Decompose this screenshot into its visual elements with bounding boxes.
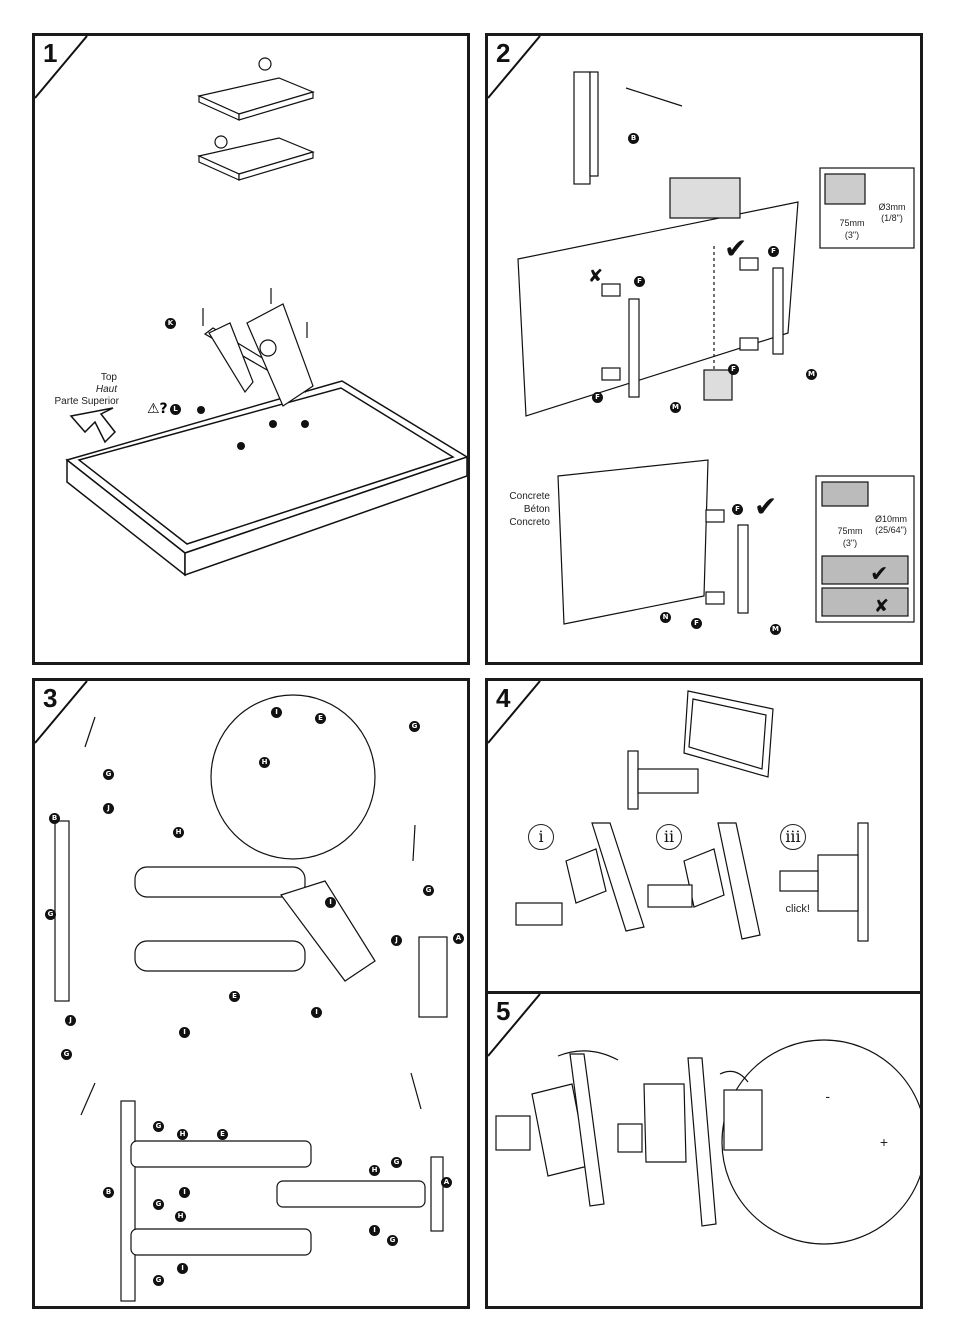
tv-hang-illustration (488, 681, 869, 942)
part-tag-m: M (670, 402, 681, 413)
minus-label: - (825, 1088, 830, 1104)
concrete-label-fr: Béton (523, 504, 550, 515)
part-tag: J (103, 803, 114, 814)
plus-label: + (879, 1134, 888, 1150)
wood-drill-in: (1/8") (881, 213, 903, 223)
direction-superior-label: Parte Superior (54, 396, 119, 407)
part-tag: I (179, 1027, 190, 1038)
panel-step-5: 5 - + (485, 991, 923, 1309)
svg-text:✘: ✘ (874, 596, 889, 617)
part-tag: G (153, 1121, 164, 1132)
part-tag-f: F (732, 504, 743, 515)
step-ii-badge: ii (656, 824, 682, 850)
part-tag: H (173, 827, 184, 838)
part-tag: J (391, 935, 402, 946)
part-tag: G (103, 769, 114, 780)
part-tag: I (311, 1007, 322, 1018)
wood-depth-in: (3") (844, 230, 860, 240)
part-tag-l: L (170, 404, 181, 415)
step-number: 4 (496, 683, 511, 713)
panel-step-2: 2 ✔ (485, 33, 923, 665)
part-tag: H (175, 1211, 186, 1222)
panel-step-3: 3 I E H G J B G H E I G J A I I G J G G … (32, 678, 470, 1309)
direction-haut-label: Haut (95, 384, 117, 395)
part-tag-f: F (691, 618, 702, 629)
part-tag: I (271, 707, 282, 718)
part-tag-f: F (768, 246, 779, 257)
part-tag: I (369, 1225, 380, 1236)
concrete-depth: 75mm (837, 526, 863, 536)
tilt-adjust-illustration (488, 994, 920, 1245)
click-label: click! (785, 903, 810, 915)
part-tag-b: B (628, 133, 639, 144)
wood-drill: Ø3mm (878, 202, 906, 212)
step-iii-badge: iii (780, 824, 806, 850)
part-tag: E (229, 991, 240, 1002)
part-tag: E (217, 1129, 228, 1140)
part-tag: G (61, 1049, 72, 1060)
part-tag-m: M (806, 369, 817, 380)
part-tag: G (423, 885, 434, 896)
concrete-label-es: Concreto (509, 517, 550, 528)
part-tag: E (315, 713, 326, 724)
direction-top-label: Top (100, 372, 117, 383)
part-tag-f: F (634, 276, 645, 287)
concrete-drill: Ø10mm (874, 514, 907, 524)
svg-text:✔: ✔ (724, 232, 747, 265)
part-tag: H (259, 757, 270, 768)
part-tag: G (409, 721, 420, 732)
part-tag: I (325, 897, 336, 908)
step-number: 1 (43, 38, 58, 68)
part-tag-f: F (728, 364, 739, 375)
svg-text:⚠?: ⚠? (147, 401, 168, 417)
part-tag: G (153, 1275, 164, 1286)
step-number: 3 (43, 683, 58, 713)
step-i-badge: i (528, 824, 554, 850)
part-tag: B (49, 813, 60, 824)
panel-step-1: 1 (32, 33, 470, 665)
concrete-drill-in: (25/64") (875, 525, 907, 535)
part-tag: H (369, 1165, 380, 1176)
step-number: 2 (496, 38, 511, 68)
svg-text:✔: ✔ (754, 490, 777, 523)
step-number: 5 (496, 996, 511, 1026)
tv-bracket-illustration: ⚠? (35, 36, 467, 577)
panel-step-4: 4 i ii iii click! (485, 678, 923, 994)
part-tag-m: M (770, 624, 781, 635)
part-tag-k: K (165, 318, 176, 329)
svg-text:✔: ✔ (870, 562, 888, 587)
part-tag: H (177, 1129, 188, 1140)
part-tag: G (391, 1157, 402, 1168)
part-tag: I (177, 1263, 188, 1274)
part-tag: G (153, 1199, 164, 1210)
part-tag: A (453, 933, 464, 944)
part-tag: A (441, 1177, 452, 1188)
wall-anchor-illustration: ✔ ✔ ✔ ✘ ✘ (488, 36, 915, 625)
concrete-label-en: Concrete (509, 491, 550, 502)
part-tag: B (103, 1187, 114, 1198)
part-tag: I (179, 1187, 190, 1198)
part-tag-f: F (592, 392, 603, 403)
concrete-depth-in: (3") (842, 538, 858, 548)
arm-assembly-illustration (35, 681, 448, 1302)
wood-depth: 75mm (839, 218, 865, 228)
part-tag: G (387, 1235, 398, 1246)
part-tag: G (45, 909, 56, 920)
part-tag: J (65, 1015, 76, 1026)
svg-text:✘: ✘ (588, 266, 603, 287)
part-tag-n: N (660, 612, 671, 623)
